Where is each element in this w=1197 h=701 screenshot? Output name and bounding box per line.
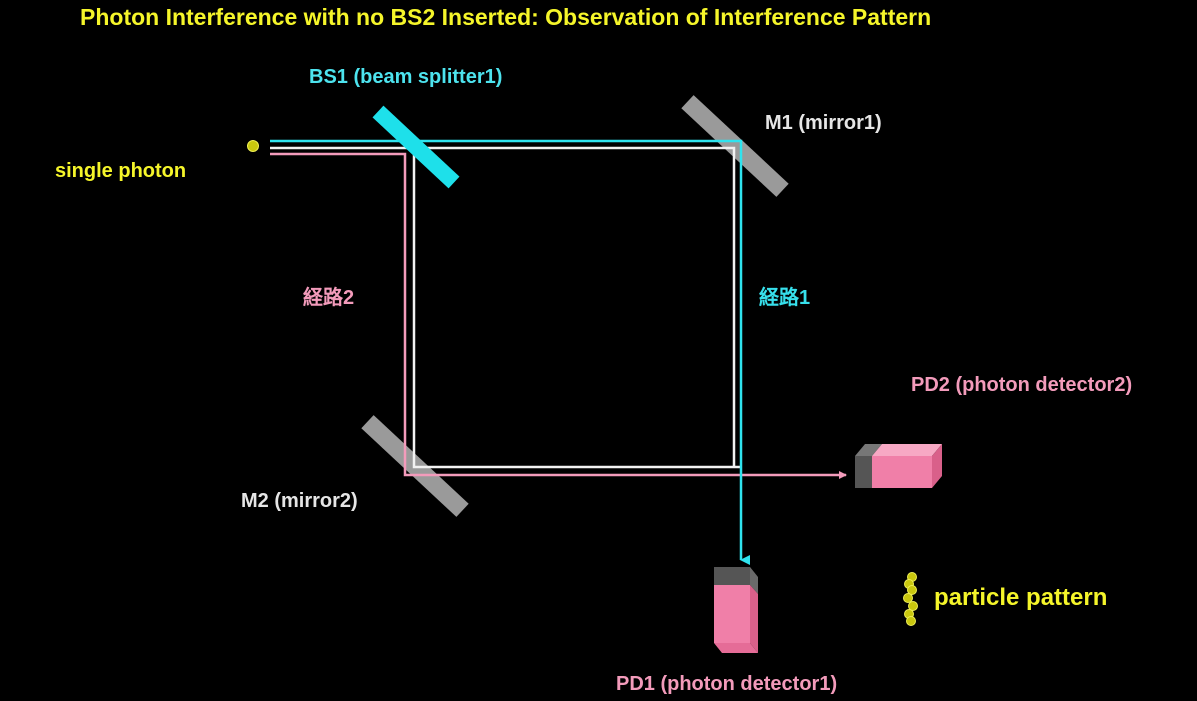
beam-path2	[270, 152, 847, 479]
m2-label: M2 (mirror2)	[241, 490, 358, 512]
path1-label: 経路1	[759, 287, 811, 309]
single-photon-label: single photon	[55, 160, 187, 182]
pd2-label: PD2 (photon detector2)	[911, 374, 1133, 396]
mirror-m1-icon	[681, 95, 789, 197]
photon-detector-pd2-icon	[855, 444, 942, 488]
beam-path1	[270, 139, 750, 565]
bs1-label: BS1 (beam splitter1)	[309, 66, 503, 88]
beam-splitter-bs1-icon	[372, 105, 460, 189]
pd1-label: PD1 (photon detector1)	[616, 673, 838, 695]
particle-pattern-label: particle pattern	[934, 584, 1108, 611]
photon-detector-pd1-icon	[714, 567, 758, 653]
m1-label: M1 (mirror1)	[765, 112, 882, 134]
path2-label: 経路2	[303, 287, 355, 309]
diagram-title: Photon Interference with no BS2 Inserted…	[80, 4, 932, 30]
photon-dot-icon	[247, 140, 259, 152]
beam-path-white-upper	[414, 146, 736, 467]
beam-path-white	[270, 146, 740, 469]
particle-dots-icon	[903, 572, 918, 626]
